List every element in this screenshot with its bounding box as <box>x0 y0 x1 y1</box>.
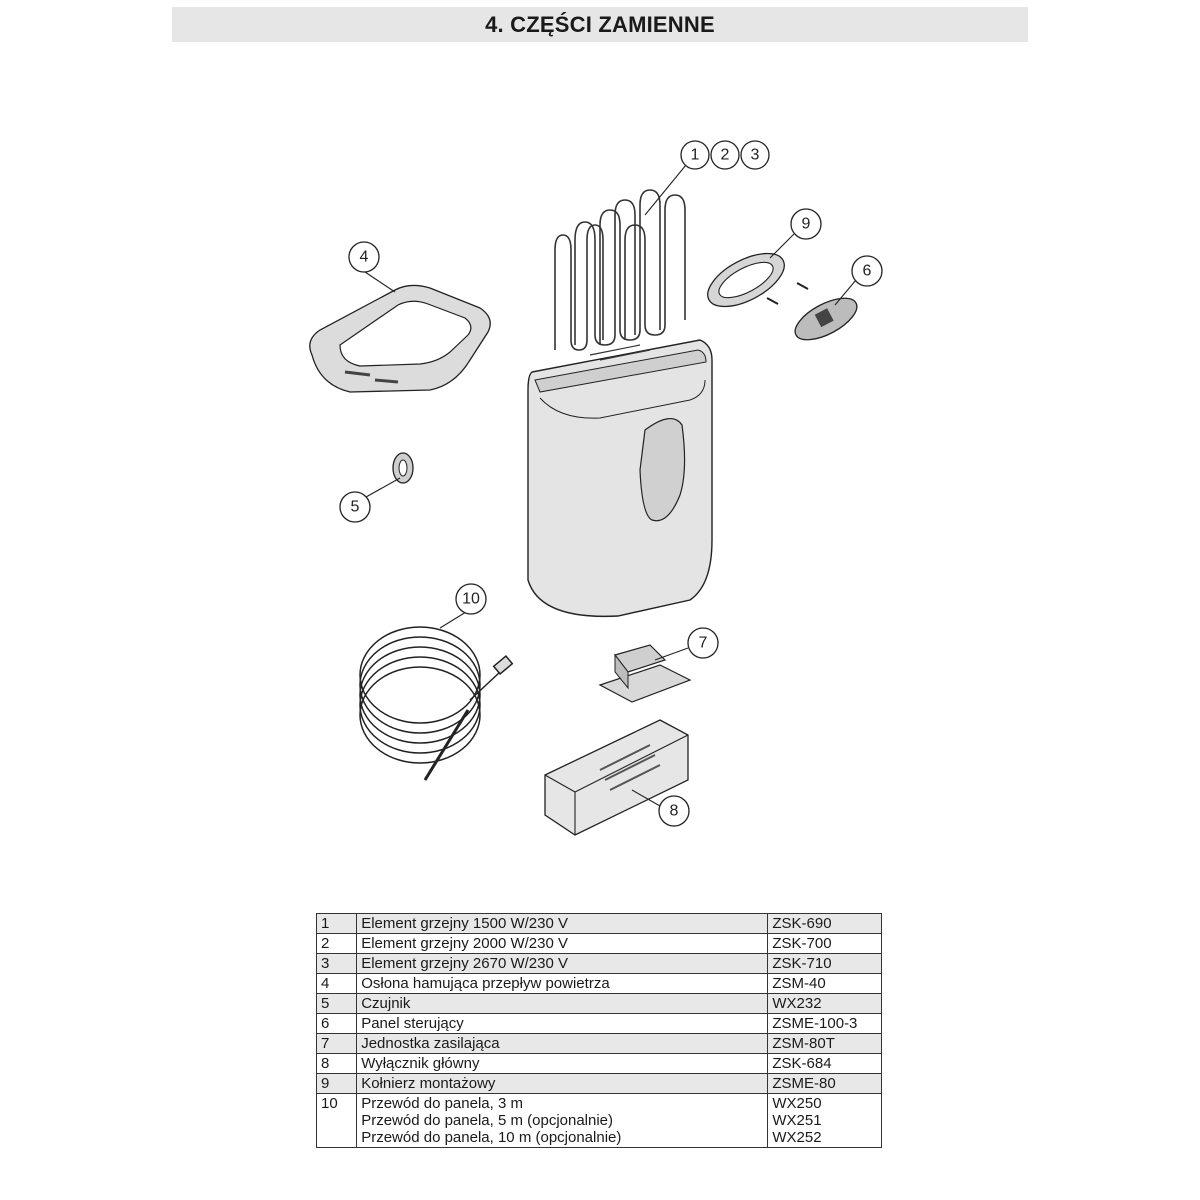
callout-7: 7 <box>687 627 719 659</box>
part-description: Wyłącznik główny <box>356 1053 769 1074</box>
part-code: ZSME-80 <box>767 1073 882 1094</box>
callout-6: 6 <box>851 255 883 287</box>
part-code-line: WX232 <box>772 995 822 1012</box>
part-number: 4 <box>315 973 358 994</box>
part-code-line: ZSM-40 <box>772 975 826 992</box>
part-code: WX232 <box>767 993 882 1014</box>
callout-9: 9 <box>790 208 822 240</box>
svg-text:6: 6 <box>863 263 872 280</box>
part-code-line: ZSME-80 <box>772 1075 836 1092</box>
part-code: ZSM-40 <box>767 973 882 994</box>
callout-8: 8 <box>658 795 690 827</box>
part-description: Jednostka zasilająca <box>356 1033 769 1054</box>
part-code: ZSM-80T <box>767 1033 882 1054</box>
power-supply-unit <box>598 644 692 703</box>
part-description: Osłona hamująca przepływ powietrza <box>356 973 769 994</box>
part-number: 9 <box>315 1073 358 1094</box>
part-code-line: WX251 <box>772 1112 822 1129</box>
section-title: 4. CZĘŚCI ZAMIENNE <box>485 11 715 37</box>
part-description: Element grzejny 1500 W/230 V <box>356 913 769 934</box>
control-panel <box>794 297 858 341</box>
section-title-bar: 4. CZĘŚCI ZAMIENNE <box>172 7 1028 42</box>
part-number: 10 <box>315 1093 358 1148</box>
part-code-line: ZSK-690 <box>772 915 832 932</box>
part-description: Panel sterujący <box>356 1013 769 1034</box>
part-number: 8 <box>315 1053 358 1074</box>
part-code: ZSK-684 <box>767 1053 882 1074</box>
part-code-line: ZSK-700 <box>772 935 832 952</box>
svg-text:10: 10 <box>462 591 480 608</box>
part-description-line: Przewód do panela, 5 m (opcjonalnie) <box>361 1112 614 1129</box>
part-code-line: ZSK-710 <box>772 955 832 972</box>
svg-text:1: 1 <box>691 147 700 164</box>
callout-10: 10 <box>455 583 487 615</box>
part-description-line: Przewód do panela, 3 m <box>361 1095 523 1112</box>
callout-2: 2 <box>710 140 740 170</box>
part-description-line: Wyłącznik główny <box>361 1055 480 1072</box>
svg-text:8: 8 <box>670 803 679 820</box>
callout-4: 4 <box>348 241 380 273</box>
svg-text:4: 4 <box>360 249 369 266</box>
callout-1: 1 <box>680 140 710 170</box>
part-description-line: Czujnik <box>361 995 411 1012</box>
callout-3: 3 <box>740 140 770 170</box>
main-switch-housing <box>544 719 689 836</box>
part-number: 2 <box>315 933 358 954</box>
part-description-line: Jednostka zasilająca <box>361 1035 500 1052</box>
part-code-line: WX250 <box>772 1095 822 1112</box>
part-description-line: Panel sterujący <box>361 1015 464 1032</box>
heater-body <box>527 339 713 618</box>
part-description-line: Element grzejny 2670 W/230 V <box>361 955 568 972</box>
part-description: Element grzejny 2000 W/230 V <box>356 933 769 954</box>
part-description-line: Kołnierz montażowy <box>361 1075 496 1092</box>
svg-text:7: 7 <box>699 635 708 652</box>
part-number: 5 <box>315 993 358 1014</box>
callout-5: 5 <box>339 491 371 523</box>
part-code-line: WX252 <box>772 1129 822 1146</box>
part-description-line: Osłona hamująca przepływ powietrza <box>361 975 610 992</box>
part-code: ZSK-700 <box>767 933 882 954</box>
panel-cable-coil <box>359 626 514 781</box>
svg-text:5: 5 <box>351 499 360 516</box>
part-code: ZSME-100-3 <box>767 1013 882 1034</box>
svg-text:3: 3 <box>751 147 760 164</box>
heating-elements <box>554 189 686 361</box>
part-number: 6 <box>315 1013 358 1034</box>
svg-text:9: 9 <box>802 216 811 233</box>
leader-lines <box>364 164 857 807</box>
part-description-line: Element grzejny 1500 W/230 V <box>361 915 568 932</box>
part-code: ZSK-690 <box>767 913 882 934</box>
part-number: 3 <box>315 953 358 974</box>
air-flow-cover <box>309 284 491 393</box>
part-description: Element grzejny 2670 W/230 V <box>356 953 769 974</box>
part-description-line: Element grzejny 2000 W/230 V <box>361 935 568 952</box>
part-description: Czujnik <box>356 993 769 1014</box>
svg-text:2: 2 <box>721 147 730 164</box>
part-code-line: ZSME-100-3 <box>772 1015 858 1032</box>
mounting-flange <box>707 252 809 308</box>
part-code-line: ZSM-80T <box>772 1035 835 1052</box>
sensor <box>392 452 414 484</box>
part-code: ZSK-710 <box>767 953 882 974</box>
part-description: Kołnierz montażowy <box>356 1073 769 1094</box>
exploded-parts-diagram: 1 2 3 4 5 6 7 8 9 10 <box>309 140 883 836</box>
part-number: 1 <box>315 913 358 934</box>
part-number: 7 <box>315 1033 358 1054</box>
part-code-line: ZSK-684 <box>772 1055 832 1072</box>
part-description-line: Przewód do panela, 10 m (opcjonalnie) <box>361 1129 622 1146</box>
